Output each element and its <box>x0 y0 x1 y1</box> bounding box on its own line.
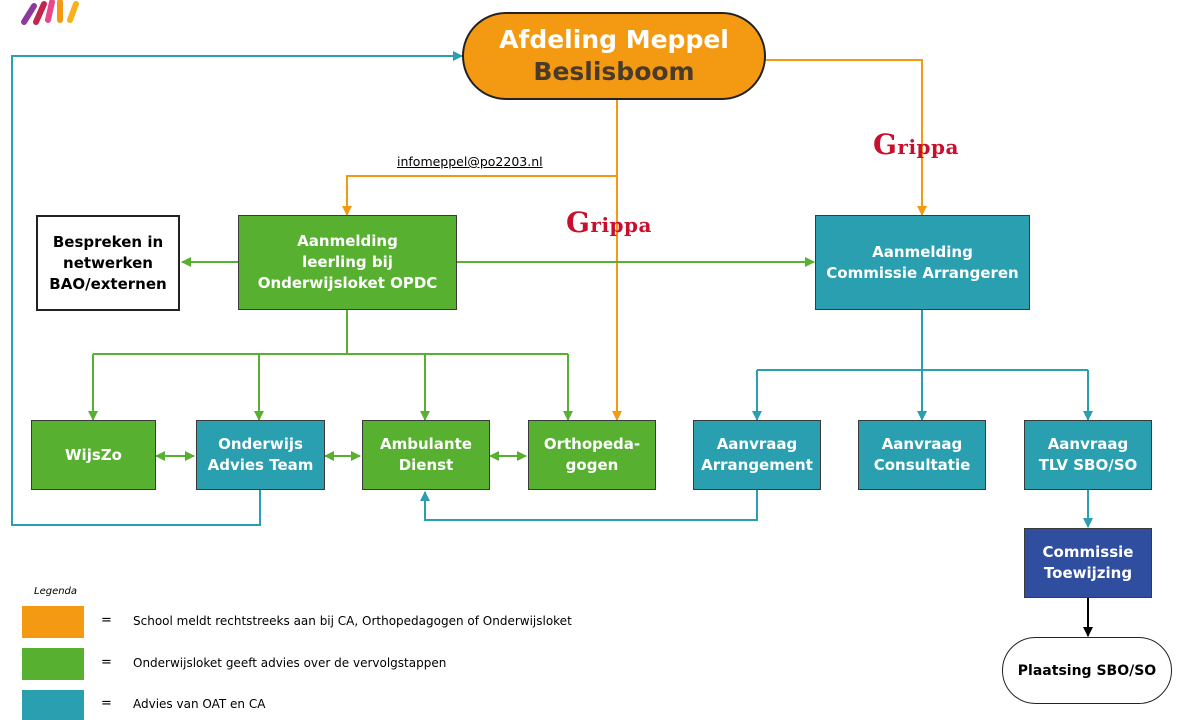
node-toewijzing-line2: Toewijzing <box>1043 564 1133 582</box>
node-arrangement: Aanvraag Arrangement <box>693 420 821 490</box>
hands-logo <box>21 0 79 25</box>
node-bespreken-line3: BAO/externen <box>49 274 167 293</box>
node-bespreken-line2: netwerken <box>63 253 153 272</box>
node-oat: Onderwijs Advies Team <box>196 420 325 490</box>
node-tlv-line1: Aanvraag <box>1047 435 1129 453</box>
node-tlv-line2: TLV SBO/SO <box>1038 456 1138 474</box>
grippa-logo-center-cap: G <box>566 206 591 239</box>
legend-eq-orange: = <box>101 613 112 628</box>
grippa-logo-right: Grippa <box>873 128 959 161</box>
orange-line-to-commissie <box>765 59 927 216</box>
legend-eq-green: = <box>101 655 112 670</box>
grippa-logo-right-rest: rippa <box>897 135 959 159</box>
node-toewijzing: Commissie Toewijzing <box>1024 528 1152 598</box>
email-link[interactable]: infomeppel@po2203.nl <box>397 154 543 169</box>
node-consultatie-line2: Consultatie <box>873 456 971 474</box>
grippa-logo-center: Grippa <box>566 206 652 239</box>
node-tlv: Aanvraag TLV SBO/SO <box>1024 420 1152 490</box>
node-aanmelding-loket-line1: Aanmelding <box>297 232 398 250</box>
node-ambulante-line2: Dienst <box>398 456 454 474</box>
node-arrangement-line1: Aanvraag <box>716 435 798 453</box>
node-oat-line1: Onderwijs <box>218 435 303 453</box>
legend-eq-teal: = <box>101 696 112 711</box>
teal-line-arrangement-to-ambulante <box>420 490 758 521</box>
title-line2: Beslisboom <box>533 57 695 86</box>
legend-swatch-teal <box>22 690 84 720</box>
node-ortho: Orthopeda- gogen <box>528 420 656 490</box>
node-wijszo: WijsZo <box>31 420 156 490</box>
legend-text-orange: School meldt rechtstreeks aan bij CA, Or… <box>133 614 572 628</box>
legend-text-green: Onderwijsloket geeft advies over de verv… <box>133 656 447 670</box>
node-aanmelding-loket: Aanmelding leerling bij Onderwijsloket O… <box>238 215 457 310</box>
node-bespreken: Bespreken in netwerken BAO/externen <box>36 215 180 311</box>
node-aanmelding-commissie-line1: Aanmelding <box>872 242 973 261</box>
orange-line-to-loket <box>342 175 617 216</box>
node-aanmelding-commissie-line2: Commissie Arrangeren <box>826 263 1019 282</box>
node-oat-line2: Advies Team <box>207 456 314 474</box>
node-ortho-line2: gogen <box>565 456 619 474</box>
teal-tree-trunk <box>757 310 1088 371</box>
legend-swatch-orange <box>22 606 84 638</box>
legend-text-teal: Advies van OAT en CA <box>133 697 266 711</box>
legend-swatch-green <box>22 648 84 680</box>
node-arrangement-line2: Arrangement <box>701 456 813 474</box>
node-toewijzing-line1: Commissie <box>1042 543 1134 561</box>
title-node: Afdeling Meppel Beslisboom <box>462 12 766 100</box>
node-ambulante: Ambulante Dienst <box>362 420 490 490</box>
grippa-logo-right-cap: G <box>873 128 898 161</box>
node-ortho-line1: Orthopeda- <box>543 435 641 453</box>
green-tree-trunk <box>93 310 568 355</box>
node-plaatsing: Plaatsing SBO/SO <box>1002 637 1172 704</box>
node-consultatie-line1: Aanvraag <box>881 435 963 453</box>
grippa-logo-center-rest: rippa <box>590 213 652 237</box>
node-aanmelding-commissie: Aanmelding Commissie Arrangeren <box>815 215 1030 310</box>
node-consultatie: Aanvraag Consultatie <box>858 420 986 490</box>
legend-title: Legenda <box>34 586 78 597</box>
node-ambulante-line1: Ambulante <box>380 435 472 453</box>
node-plaatsing-line1: Plaatsing SBO/SO <box>1017 662 1157 679</box>
node-aanmelding-loket-line3: Onderwijsloket OPDC <box>257 274 438 292</box>
teal-feedback-to-title <box>11 51 463 526</box>
title-line1: Afdeling Meppel <box>499 25 729 54</box>
node-bespreken-line1: Bespreken in <box>52 232 164 251</box>
node-aanmelding-loket-line2: leerling bij <box>302 253 393 271</box>
node-wijszo-line1: WijsZo <box>65 445 122 464</box>
